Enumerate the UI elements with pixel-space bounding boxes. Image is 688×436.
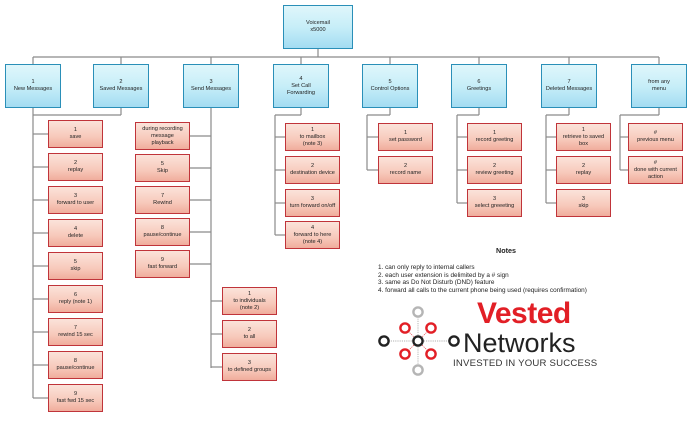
menu-option-send-target: 2 to all [222,320,277,348]
menu-option-deleted-messages: 1 retrieve to saved box [556,123,611,151]
menu-option-call-forwarding: 4 forward to here (note 4) [285,221,340,249]
menu-option-call-forwarding: 3 turn forward on/off [285,189,340,217]
menu-option-new-messages: 9 fast fwd 15 sec [48,384,103,412]
category-node-8: from any menu [631,64,687,108]
menu-option-new-messages: 6 reply (note 1) [48,285,103,313]
menu-option-send-messages: 7 Rewind [135,186,190,214]
note-4: 4. forward all calls to the current phon… [378,287,587,295]
menu-option-deleted-messages: 3 skip [556,189,611,217]
category-node-2: 2 Saved Messages [93,64,149,108]
category-node-1: 1 New Messages [5,64,61,108]
menu-option-new-messages: 8 pause/continue [48,351,103,379]
category-node-3: 3 Send Messages [183,64,239,108]
menu-option-send-messages: 5 Skip [135,154,190,182]
logo-tagline: INVESTED IN YOUR SUCCESS [453,358,598,369]
note-3: 3. same as Do Not Disturb (DND) feature [378,279,495,287]
category-node-4: 4 Set Call Forwarding [273,64,329,108]
root-node-voicemail: Voicemail x5000 [283,5,353,49]
notes-panel: Notes 1. can only reply to internal call… [378,247,618,295]
menu-option-new-messages: 2 replay [48,153,103,181]
vested-networks-logo: Vested Networks INVESTED IN YOUR SUCCESS [374,297,614,380]
menu-option-any-menu: # previous menu [628,123,683,151]
menu-option-send-messages: during recording message playback [135,122,190,150]
logo-word-networks: Networks [463,328,576,358]
note-2: 2. each user extension is delimited by a… [378,271,509,279]
menu-option-greetings: 2 review greeting [467,156,522,184]
menu-option-greetings: 3 select greeeting [467,189,522,217]
menu-option-new-messages: 5 skip [48,252,103,280]
menu-option-any-menu: # done with current action [628,156,683,184]
note-1: 1. can only reply to internal callers [378,263,475,271]
menu-option-send-messages: 9 fast forward [135,250,190,278]
spine-mask [209,368,213,428]
menu-option-deleted-messages: 2 replay [556,156,611,184]
category-node-5: 5 Control Options [362,64,418,108]
logo-word-vested: Vested [477,297,571,330]
menu-option-control-options: 2 record name [378,156,433,184]
menu-option-send-target: 3 to defined groups [222,353,277,381]
menu-option-call-forwarding: 2 destination device [285,156,340,184]
menu-option-send-messages: 8 pause/continue [135,218,190,246]
menu-option-control-options: 1 set password [378,123,433,151]
menu-option-new-messages: 3 forward to user [48,186,103,214]
menu-option-new-messages: 7 rewind 15 sec [48,318,103,346]
notes-title: Notes [496,246,516,255]
menu-option-call-forwarding: 1 to mailbox (note 3) [285,123,340,151]
network-nodes-icon [378,306,460,376]
menu-option-new-messages: 4 delete [48,219,103,247]
category-node-6: 6 Greetings [451,64,507,108]
menu-option-greetings: 1 record greeting [467,123,522,151]
menu-option-send-target: 1 to individuals (note 2) [222,287,277,315]
category-node-7: 7 Deleted Messages [541,64,597,108]
menu-option-new-messages: 1 save [48,120,103,148]
